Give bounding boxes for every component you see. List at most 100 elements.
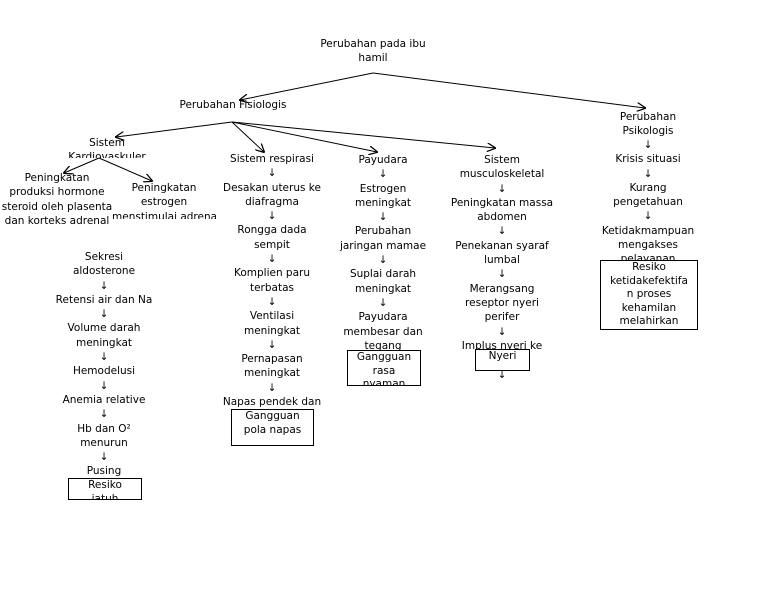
node-text-line: jatuh <box>91 492 119 500</box>
node-text-line: produksi hormone <box>9 186 105 199</box>
chain-step-text: musculoskeletal <box>459 168 545 181</box>
down-arrow-icon: ↓ <box>99 408 109 421</box>
chain-step-text: mengakses <box>618 239 678 252</box>
node-text-line: menstimulai adrena <box>112 210 216 219</box>
chain-step-text: meningkat <box>75 336 133 349</box>
chain-step-text: reseptor nyeri <box>465 296 539 309</box>
down-arrow-icon: ↓ <box>267 253 277 266</box>
node-text-line: Psikologis <box>622 125 674 138</box>
chain-step-text: menurun <box>80 436 128 449</box>
chain-step-text: Napas pendek dan <box>222 396 322 409</box>
chain-step-text: Implus nyeri ke <box>461 339 543 350</box>
node-text-line: Sistem <box>89 137 125 149</box>
arrow-fisiologis-to-musculoskeletal <box>231 121 495 148</box>
chain-step-text: pelayanan <box>620 253 676 260</box>
down-arrow-icon: ↓ <box>378 296 388 309</box>
chain-step-text: Komplien paru <box>233 267 311 280</box>
down-arrow-icon: ↓ <box>378 168 388 181</box>
chain-step-text: diafragma <box>245 195 299 208</box>
down-arrow-icon: ↓ <box>643 210 653 223</box>
fisiologis-node: Perubahan Fisiologis <box>170 98 296 112</box>
down-arrow-icon: ↓ <box>497 268 507 281</box>
musculoskeletal-final-arrow: ↓ <box>497 369 507 381</box>
down-arrow-icon: ↓ <box>99 308 109 321</box>
down-arrow-icon: ↓ <box>497 182 507 195</box>
chain-step-text: tegang <box>364 339 402 351</box>
chain-step-text: Suplai darah <box>349 268 417 281</box>
chain-step-text: meningkat <box>243 367 301 380</box>
chain-step-text: pengetahuan <box>613 196 683 209</box>
down-arrow-icon: ↓ <box>267 338 277 351</box>
node-text-line: Gangguan <box>245 410 300 422</box>
arrow-kardio-to-right <box>98 157 152 181</box>
node-text-line: pola napas <box>243 423 302 436</box>
node-text-line: Peningkatan <box>24 172 90 184</box>
down-arrow-icon: ↓ <box>267 167 277 180</box>
arrow-kardio-to-left <box>64 157 100 173</box>
node-text-line: nyaman <box>362 378 406 386</box>
node-text-line: ketidakefektifa <box>610 274 688 287</box>
arrow-root-to-fisiologis <box>240 72 374 100</box>
chain-step-text: Sistem <box>484 154 520 166</box>
down-arrow-icon: ↓ <box>99 351 109 364</box>
node-text-line: hamil <box>358 52 388 65</box>
down-arrow-icon: ↓ <box>378 254 388 267</box>
node-text-line: kehamilan <box>621 301 677 314</box>
down-arrow-icon: ↓ <box>497 325 507 338</box>
chain-step-text: jaringan mamae <box>339 239 427 252</box>
node-text-line: rasa <box>372 364 396 377</box>
down-arrow-icon: ↓ <box>643 139 653 151</box>
chain-step-text: Estrogen <box>359 182 407 195</box>
arrow-fisiologis-to-kardio <box>116 121 233 137</box>
chain-step-text: meningkat <box>354 282 412 295</box>
chain-step-text: Sistem respirasi <box>230 153 314 165</box>
chain-step-text: Payudara <box>358 311 408 324</box>
arrow-fisiologis-to-respirasi <box>231 121 264 152</box>
chain-step-text: Payudara <box>358 154 408 166</box>
down-arrow-icon: ↓ <box>378 211 388 224</box>
musculoskeletal-outcome-box: Nyeri <box>475 349 530 371</box>
arrow-root-to-psikologis <box>372 72 645 108</box>
node-text-line: Nyeri <box>488 350 517 362</box>
down-arrow-icon: ↓ <box>643 167 653 180</box>
chain-step-text: Ketidakmampuan <box>601 224 695 237</box>
down-arrow-icon: ↓ <box>99 451 109 464</box>
chain-step-text: Penekanan syaraf <box>455 239 549 252</box>
chain-step-text: Merangsang <box>469 282 535 295</box>
down-arrow-icon: ↓ <box>497 225 507 238</box>
down-arrow-icon: ↓ <box>99 379 109 392</box>
chain-step-text: Pernapasan <box>241 353 303 366</box>
chain-step-text: Rongga dada <box>237 224 307 237</box>
node-text-line: Peningkatan <box>131 182 197 194</box>
chain-step-text: terbatas <box>249 281 294 294</box>
chain-step-text: Hemodelusi <box>72 365 136 378</box>
chain-step-text: Kurang <box>629 181 667 194</box>
node-text-line: Kardiovaskuler <box>68 151 146 158</box>
node-text-line: steroid oleh plasenta <box>1 200 113 213</box>
chain-step-text: Ventilasi <box>249 310 295 323</box>
chain-step-text: Anemia relative <box>62 393 146 406</box>
node-text-line: dan korteks adrenal <box>4 214 110 227</box>
node-text-line: Perubahan Fisiologis <box>179 99 287 111</box>
chain-step-text: Desakan uterus ke <box>223 181 321 194</box>
chain-step-text: Perubahan <box>354 225 412 238</box>
chain-step-text: Krisis situasi <box>615 153 681 166</box>
chain-step-text: meningkat <box>243 324 301 337</box>
down-arrow-icon: ↓ <box>267 381 277 394</box>
node-text-line: Resiko <box>88 479 122 491</box>
node-text-line: Gangguan <box>356 351 412 363</box>
chain-step-text: perifer <box>484 311 520 324</box>
node-text-line: melahirkan <box>619 315 679 327</box>
node-text-line: Perubahan pada ibu <box>320 38 426 50</box>
chain-step-text: Hb dan O² <box>77 422 131 435</box>
